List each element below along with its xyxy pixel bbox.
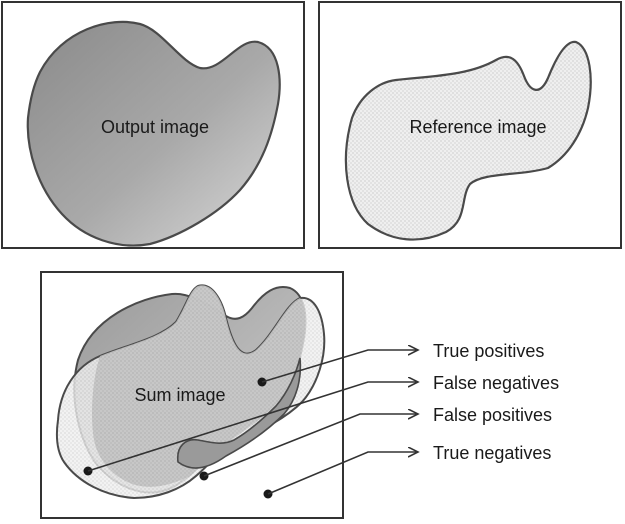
legend-leaders xyxy=(87,350,418,495)
output-image-panel: Output image xyxy=(1,1,305,249)
reference-image-blob xyxy=(344,40,592,241)
true-negatives-leader xyxy=(267,452,418,495)
legend-true-negatives: True negatives xyxy=(433,443,551,463)
true-positives-leader xyxy=(261,350,418,383)
legend-false-negatives: False negatives xyxy=(433,373,559,393)
sum-image-label: Sum image xyxy=(134,385,225,405)
legend-true-positives: True positives xyxy=(433,341,544,361)
sum-overlap-region xyxy=(92,285,306,487)
false-negatives-leader xyxy=(87,382,418,472)
reference-image-label: Reference image xyxy=(409,117,546,137)
reference-image-panel: Reference image xyxy=(318,1,622,249)
sum-false-positive-region xyxy=(176,357,302,469)
false-positives-leader xyxy=(203,414,418,477)
sum-image-panel: Sum image xyxy=(40,271,344,519)
output-image-blob xyxy=(26,20,281,247)
output-image-label: Output image xyxy=(101,117,209,137)
legend: True positives False negatives False pos… xyxy=(433,341,559,463)
legend-false-positives: False positives xyxy=(433,405,552,425)
